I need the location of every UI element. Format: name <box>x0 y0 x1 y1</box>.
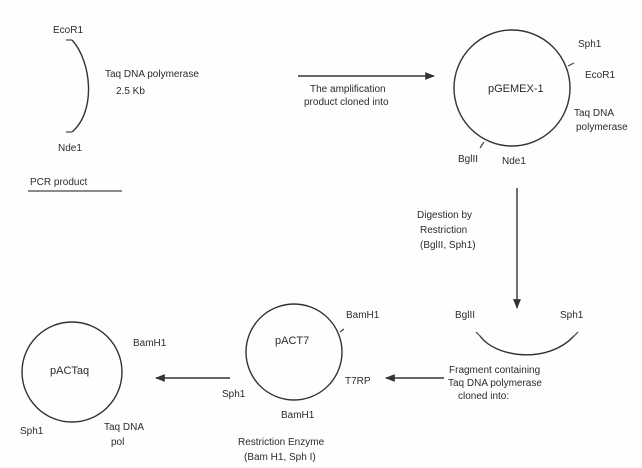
pact7-circle <box>245 303 343 401</box>
pgemex-tick-ecori <box>567 62 575 67</box>
pgemex-gene-2: polymerase <box>576 122 628 133</box>
clone-step-text-1: The amplification <box>310 84 386 95</box>
digest-text-2: Restriction <box>420 225 467 236</box>
pact7-promoter-t7rp: T7RP <box>345 376 371 387</box>
pact7-site-bamh1-top: BamH1 <box>346 310 380 321</box>
fragment-text-2: Taq DNA polymerase <box>448 378 542 389</box>
fragment-text-1: Fragment containing <box>449 365 540 376</box>
pgemex-site-sph1: Sph1 <box>578 39 602 50</box>
step-digest-arrow: Digestion by Restriction (BglII, Sph1) <box>417 188 521 309</box>
pact7-name: pACT7 <box>275 335 309 347</box>
digest-text-1: Digestion by <box>417 210 472 221</box>
fragment-end-left <box>475 331 483 339</box>
fragment-end-right <box>571 331 579 339</box>
step-clone-arrow: The amplification product cloned into <box>298 72 435 108</box>
pcr-caption: PCR product <box>30 177 87 188</box>
pgemex-name: pGEMEX-1 <box>488 83 544 95</box>
pcr-site-ecori: EcoR1 <box>53 25 83 36</box>
pgemex-tick-bglii <box>479 141 485 149</box>
fragment-arc <box>479 335 575 356</box>
fragment-site-bglii: BglII <box>455 310 475 321</box>
plasmid-pactaq: pACTaq BamH1 Sph1 Taq DNA pol <box>20 321 167 448</box>
pactaq-gene-2: pol <box>111 437 124 448</box>
plasmid-pgemex: pGEMEX-1 Sph1 EcoR1 Taq DNA polymerase B… <box>453 29 628 167</box>
pgemex-site-ndei: Nde1 <box>502 156 526 167</box>
clone-step-text-2: product cloned into <box>304 97 389 108</box>
fragment-text-3: cloned into: <box>458 391 509 402</box>
pact7-site-sph1: Sph1 <box>222 389 246 400</box>
pactaq-name: pACTaq <box>50 365 89 377</box>
restriction-fragment: BglII Sph1 Fragment containing Taq DNA p… <box>448 310 584 402</box>
pgemex-circle <box>453 29 571 147</box>
pactaq-circle <box>21 321 123 423</box>
pcr-gene-size: 2.5 Kb <box>116 86 145 97</box>
pcr-gene-label: Taq DNA polymerase <box>105 69 199 80</box>
pactaq-site-sph1: Sph1 <box>20 426 44 437</box>
plasmid-pact7: pACT7 BamH1 T7RP Sph1 BamH1 Restriction … <box>222 303 380 463</box>
pact7-site-bamh1-bottom: BamH1 <box>281 410 315 421</box>
pcr-site-ndei: Nde1 <box>58 143 82 154</box>
pcr-product: EcoR1 Nde1 Taq DNA polymerase 2.5 Kb PCR… <box>28 25 199 192</box>
pact7-enzyme-text-2: (Bam H1, Sph I) <box>244 452 316 463</box>
fragment-site-sph1: Sph1 <box>560 310 584 321</box>
pact7-tick-bamh1 <box>339 328 345 333</box>
pgemex-gene-1: Taq DNA <box>574 108 614 119</box>
digest-text-3: (BglII, Sph1) <box>420 240 476 251</box>
pactaq-site-bamh1: BamH1 <box>133 338 167 349</box>
pgemex-site-ecori: EcoR1 <box>585 70 615 81</box>
pgemex-site-bglii: BglII <box>458 154 478 165</box>
pact7-enzyme-text-1: Restriction Enzyme <box>238 437 325 448</box>
pcr-fragment-arc <box>71 39 90 133</box>
pactaq-gene-1: Taq DNA <box>104 422 144 433</box>
